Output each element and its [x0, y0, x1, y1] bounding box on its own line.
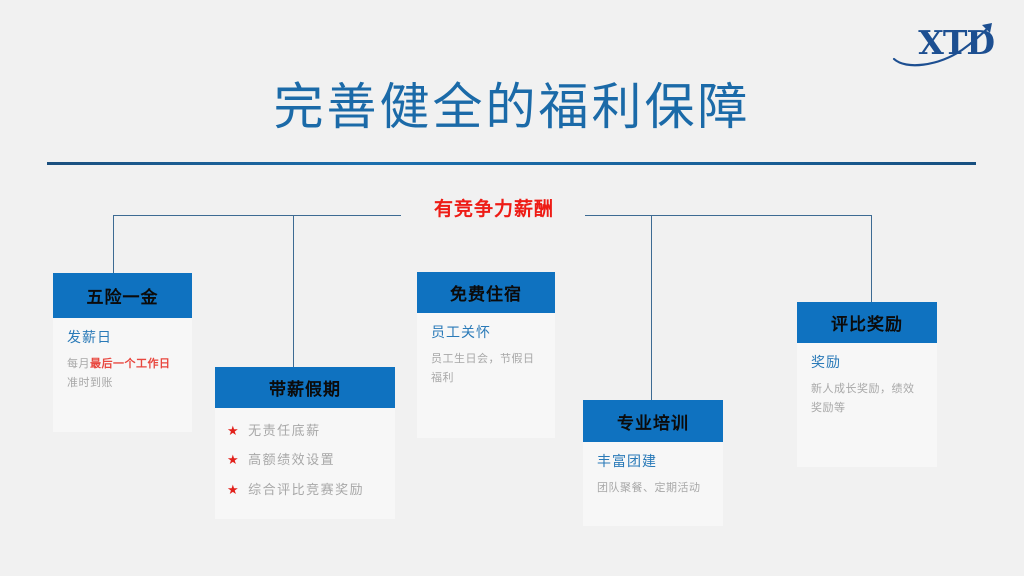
card-appraisal-reward[interactable]: 评比奖励 奖励 新人成长奖励，绩效奖励等: [797, 302, 937, 467]
page-title: 完善健全的福利保障: [273, 78, 751, 136]
list-item-label: 综合评比竞赛奖励: [248, 482, 365, 498]
connector-left-horizontal: [113, 215, 401, 216]
text-run: 员工生日会，节假日福利: [431, 351, 535, 385]
list-item-label: 无责任底薪: [248, 424, 321, 439]
card-subtitle-appraisal-reward: 奖励: [811, 355, 841, 371]
connector-card4-drop: [651, 215, 652, 400]
card-body-free-housing: 员工关怀 员工生日会，节假日福利: [417, 313, 555, 397]
list-item-label: 高额绩效设置: [248, 453, 336, 469]
card-text-appraisal-reward: 新人成长奖励，绩效奖励等: [811, 379, 923, 418]
card-text-professional-training: 团队聚餐、定期活动: [597, 478, 709, 497]
text-run: 每月: [67, 356, 90, 370]
connector-right-horizontal: [585, 215, 872, 216]
card-header-free-housing: 免费住宿: [417, 272, 555, 313]
text-run: 准时到账: [67, 376, 113, 390]
banner-label: 有竞争力薪酬: [433, 198, 554, 220]
logo-wordmark: XTD: [918, 23, 995, 62]
list-item: ★ 无责任底薪: [227, 424, 383, 440]
card-subtitle-social-insurance: 发薪日: [67, 330, 112, 346]
star-icon: ★: [227, 424, 241, 439]
card-body-paid-leave: ★ 无责任底薪 ★ 高额绩效设置 ★ 综合评比竞赛奖励: [215, 408, 395, 509]
list-item: ★ 综合评比竞赛奖励: [227, 483, 383, 499]
star-icon: ★: [227, 453, 241, 469]
card-header-appraisal-reward: 评比奖励: [797, 302, 937, 343]
connector-card2-drop: [293, 215, 294, 367]
card-header-social-insurance: 五险一金: [53, 273, 192, 318]
card-social-insurance[interactable]: 五险一金 发薪日 每月最后一个工作日准时到账: [53, 273, 192, 432]
bullet-list-paid-leave: ★ 无责任底薪 ★ 高额绩效设置 ★ 综合评比竞赛奖励: [227, 424, 383, 499]
connector-card5-drop: [871, 215, 872, 302]
card-text-social-insurance: 每月最后一个工作日准时到账: [67, 354, 178, 393]
list-item: ★ 高额绩效设置: [227, 453, 383, 469]
card-header-professional-training: 专业培训: [583, 400, 723, 442]
card-body-social-insurance: 发薪日 每月最后一个工作日准时到账: [53, 318, 192, 402]
title-divider: [47, 162, 976, 165]
star-icon: ★: [227, 482, 241, 498]
card-header-paid-leave: 带薪假期: [215, 367, 395, 408]
brand-logo: XTD: [886, 18, 1006, 68]
text-run: 新人成长奖励，绩效奖励等: [811, 381, 915, 415]
card-subtitle-professional-training: 丰富团建: [597, 454, 657, 470]
highlighted-text-run: 最后一个工作日: [90, 356, 171, 370]
card-free-housing[interactable]: 免费住宿 员工关怀 员工生日会，节假日福利: [417, 272, 555, 438]
card-body-appraisal-reward: 奖励 新人成长奖励，绩效奖励等: [797, 343, 937, 427]
text-run: 团队聚餐、定期活动: [597, 480, 701, 494]
card-subtitle-free-housing: 员工关怀: [431, 325, 491, 341]
card-text-free-housing: 员工生日会，节假日福利: [431, 349, 541, 388]
card-paid-leave[interactable]: 带薪假期 ★ 无责任底薪 ★ 高额绩效设置 ★ 综合评比竞赛奖励: [215, 367, 395, 519]
card-body-professional-training: 丰富团建 团队聚餐、定期活动: [583, 442, 723, 507]
card-professional-training[interactable]: 专业培训 丰富团建 团队聚餐、定期活动: [583, 400, 723, 526]
connector-card1-drop: [113, 215, 114, 273]
